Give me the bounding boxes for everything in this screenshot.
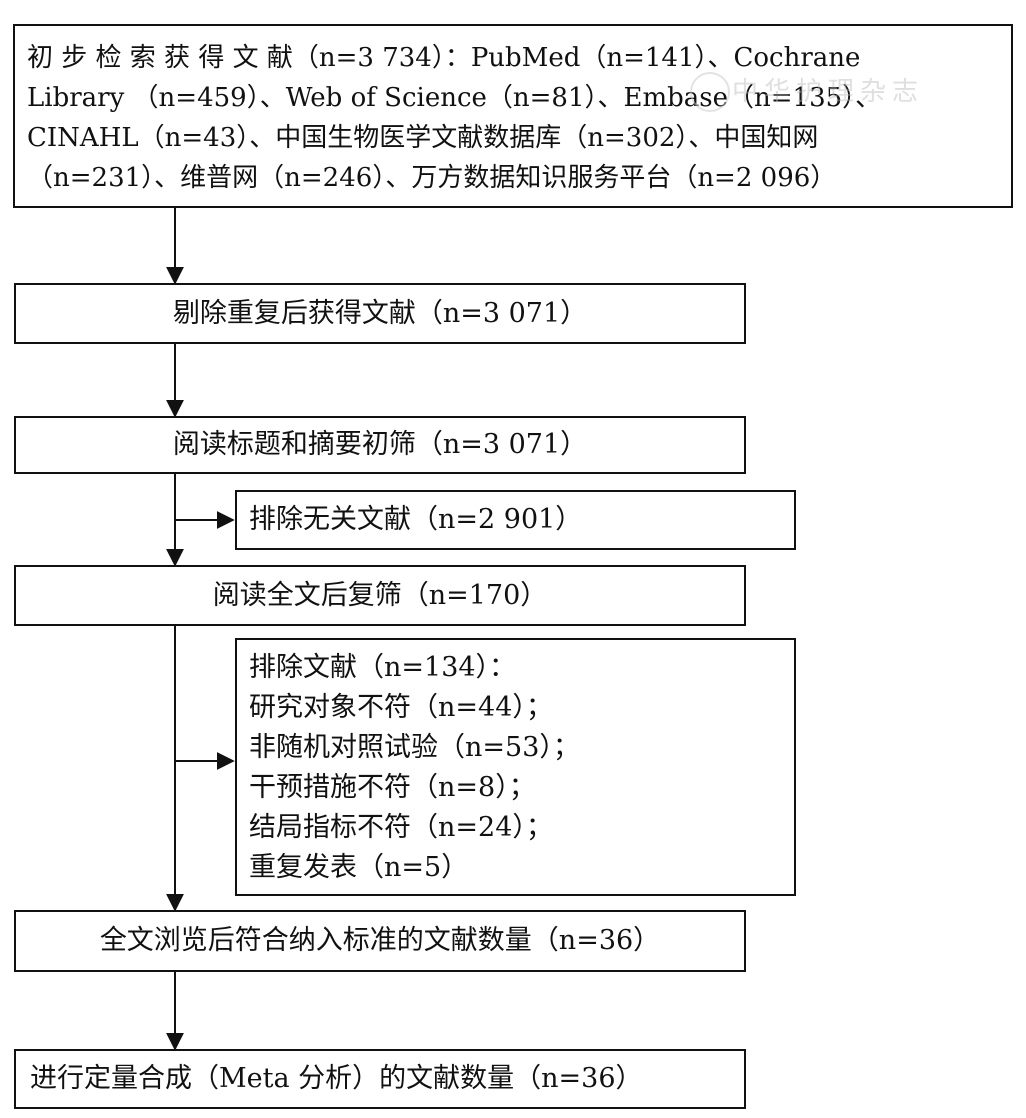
title-abstract-screen-text: 阅读标题和摘要初筛（n=3 071）: [172, 429, 588, 460]
exclude-reason: 结局指标不符（n=24）；: [249, 812, 553, 843]
exclude-reason: 非随机对照试验（n=53）；: [249, 732, 580, 763]
initial-search-line: （n=231）、维普网（n=246）、万方数据知识服务平台（n=2 096）: [27, 163, 837, 193]
exclude-reason: 研究对象不符（n=44）；: [249, 692, 553, 723]
dedup-text: 剔除重复后获得文献（n=3 071）: [172, 297, 588, 329]
dedup-box: 剔除重复后获得文献（n=3 071）: [14, 283, 746, 344]
fulltext-screen-box: 阅读全文后复筛（n=170）: [14, 565, 746, 626]
watermark-seal-icon: [690, 72, 730, 112]
meta-analysis-box: 进行定量合成（Meta 分析）的文献数量（n=36）: [14, 1049, 746, 1109]
exclude-irrelevant-text: 排除无关文献（n=2 901）: [249, 504, 583, 535]
meta-analysis-text: 进行定量合成（Meta 分析）的文献数量（n=36）: [30, 1063, 643, 1094]
exclude-reason-header: 排除文献（n=134）：: [249, 652, 517, 683]
initial-search-line: CINAHL（n=43）、中国生物医学文献数据库（n=302）、中国知网: [27, 123, 819, 153]
exclude-fulltext-box: 排除文献（n=134）： 研究对象不符（n=44）； 非随机对照试验（n=53）…: [235, 638, 796, 896]
initial-search-text: 初 步 检 索 获 得 文 献（n=3 734）：PubMed（n=141）、C…: [27, 38, 999, 198]
initial-search-line: Library （n=459）、Web of Science（n=81）、Emb…: [27, 83, 882, 113]
exclude-fulltext-list: 排除文献（n=134）： 研究对象不符（n=44）； 非随机对照试验（n=53）…: [249, 648, 794, 888]
title-abstract-screen-box: 阅读标题和摘要初筛（n=3 071）: [14, 416, 746, 474]
included-studies-box: 全文浏览后符合纳入标准的文献数量（n=36）: [14, 910, 746, 972]
initial-search-box: 初 步 检 索 获 得 文 献（n=3 734）：PubMed（n=141）、C…: [13, 24, 1013, 208]
initial-search-line: 初 步 检 索 获 得 文 献（n=3 734）：PubMed（n=141）、C…: [27, 43, 861, 73]
exclude-irrelevant-box: 排除无关文献（n=2 901）: [235, 490, 796, 550]
exclude-reason: 干预措施不符（n=8）；: [249, 772, 536, 803]
exclude-reason: 重复发表（n=5）: [249, 852, 469, 883]
included-studies-text: 全文浏览后符合纳入标准的文献数量（n=36）: [99, 925, 661, 956]
fulltext-screen-text: 阅读全文后复筛（n=170）: [212, 579, 548, 611]
